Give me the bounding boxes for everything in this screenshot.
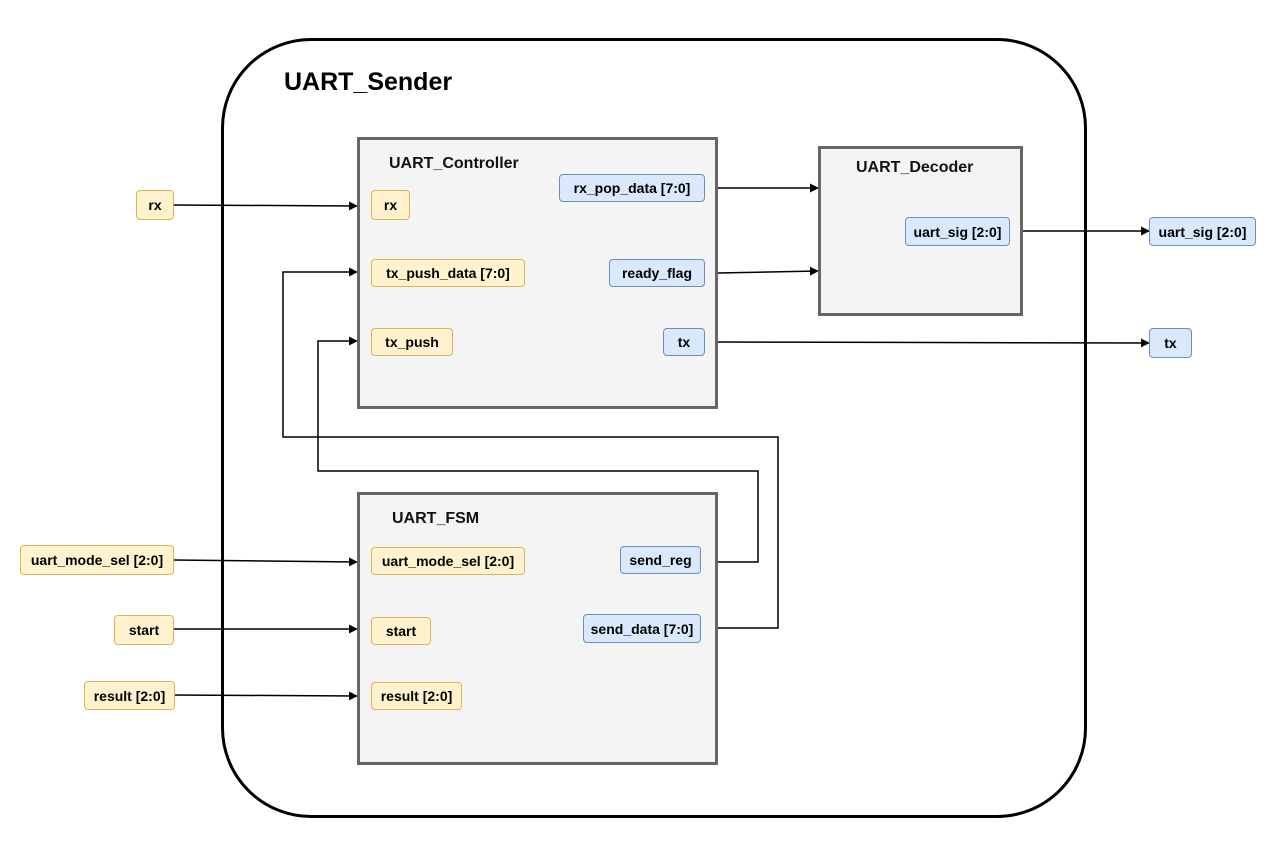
controller-port-tx-push-data: tx_push_data [7:0] bbox=[371, 259, 525, 287]
uart-sender-title: UART_Sender bbox=[284, 68, 453, 96]
wire-tx bbox=[717, 338, 1150, 348]
external-input-uart-mode-sel: uart_mode_sel [2:0] bbox=[20, 545, 174, 575]
external-input-start: start bbox=[114, 615, 174, 645]
external-output-tx: tx bbox=[1149, 328, 1192, 358]
controller-port-rx-pop-data: rx_pop_data [7:0] bbox=[559, 174, 705, 202]
wire-ready-flag bbox=[717, 266, 819, 276]
external-input-result: result [2:0] bbox=[84, 681, 175, 710]
external-output-uart-sig: uart_sig [2:0] bbox=[1149, 217, 1256, 246]
controller-port-ready-flag: ready_flag bbox=[609, 259, 705, 287]
external-input-rx: rx bbox=[136, 190, 174, 220]
fsm-port-send-data: send_data [7:0] bbox=[583, 614, 701, 643]
fsm-port-start: start bbox=[371, 617, 431, 645]
uart-decoder-title: UART_Decoder bbox=[856, 159, 974, 176]
fsm-port-result: result [2:0] bbox=[371, 682, 462, 710]
decoder-port-uart-sig: uart_sig [2:0] bbox=[905, 217, 1010, 246]
wire-result bbox=[173, 691, 358, 701]
uart-fsm-title: UART_FSM bbox=[392, 510, 480, 527]
wire-send-data-to-tx-push-data bbox=[282, 267, 779, 629]
controller-port-tx: tx bbox=[663, 328, 705, 356]
fsm-port-uart-mode-sel: uart_mode_sel [2:0] bbox=[371, 547, 525, 575]
wire-send-reg-to-tx-push bbox=[317, 336, 759, 563]
fsm-port-send-reg: send_reg bbox=[620, 546, 701, 574]
controller-port-tx-push: tx_push bbox=[371, 328, 453, 356]
wire-uart-mode-sel bbox=[173, 557, 358, 567]
controller-port-rx: rx bbox=[371, 190, 410, 220]
wire-rx bbox=[173, 201, 358, 211]
uart-sender-module bbox=[221, 38, 1087, 818]
uart-controller-title: UART_Controller bbox=[389, 155, 519, 172]
